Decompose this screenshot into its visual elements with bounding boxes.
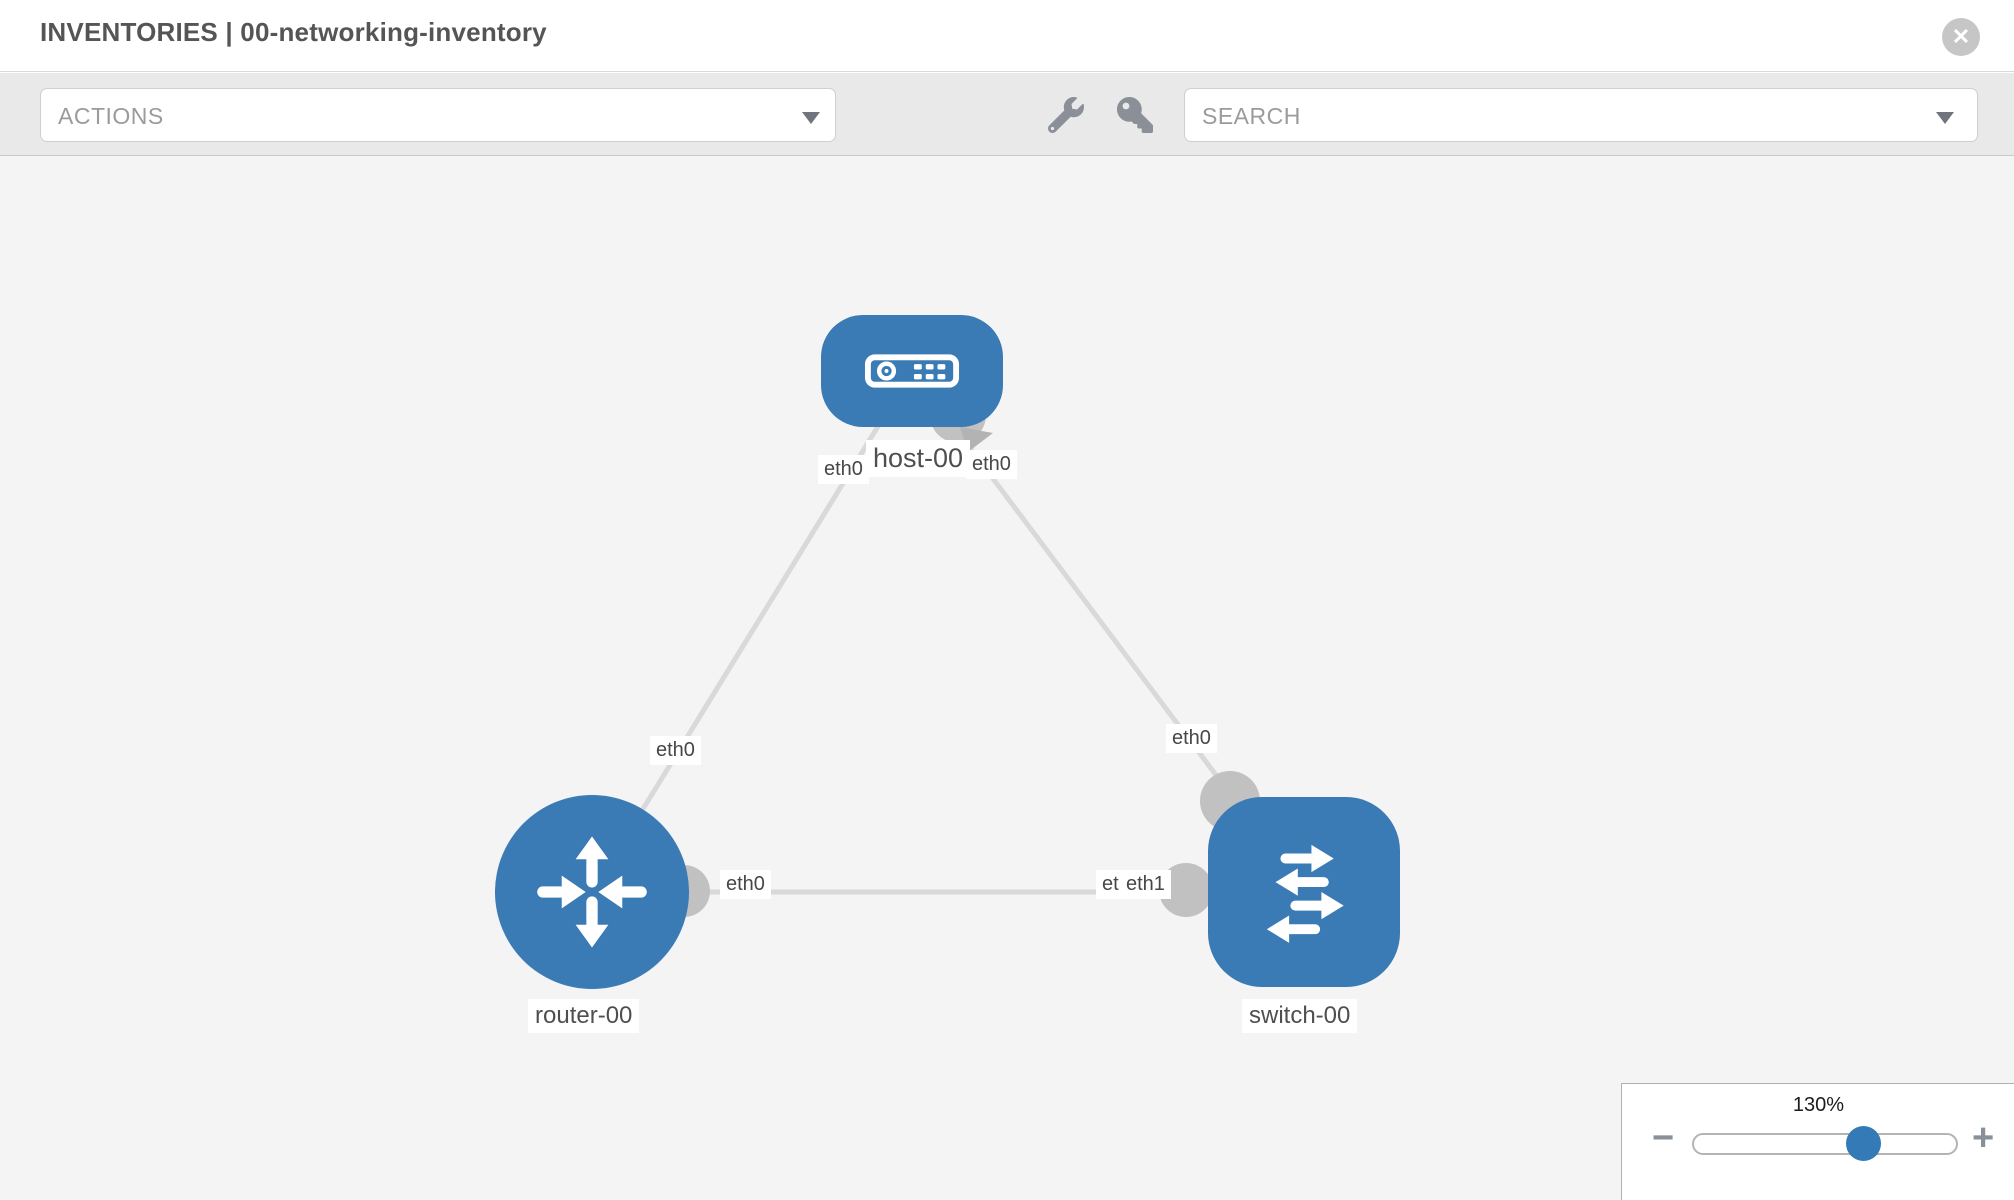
interface-label: eth0 (720, 870, 771, 899)
interface-label: eth0 (650, 736, 701, 765)
topology-canvas[interactable]: host-00 router-00 switch-00 eth0 eth0 et… (0, 156, 2014, 1200)
actions-dropdown-label: ACTIONS (58, 103, 164, 129)
switch-icon (1266, 844, 1344, 943)
zoom-slider-track[interactable] (1692, 1133, 1958, 1155)
wrench-icon[interactable] (1047, 97, 1084, 134)
interface-label: eth0 (1166, 724, 1217, 753)
search-dropdown[interactable]: SEARCH (1184, 88, 1978, 142)
zoom-slider-handle[interactable] (1846, 1126, 1881, 1161)
interface-label: eth0 (818, 455, 869, 484)
search-dropdown-label: SEARCH (1202, 103, 1301, 129)
close-button[interactable]: ✕ (1942, 18, 1980, 56)
chevron-down-icon (1936, 112, 1954, 124)
node-label-router: router-00 (528, 999, 640, 1033)
zoom-control-panel: 130% − + (1621, 1083, 2014, 1200)
close-icon: ✕ (1951, 24, 1971, 49)
node-host-00[interactable] (821, 315, 1003, 427)
interface-label: eth1 (1120, 870, 1171, 899)
node-label-switch: switch-00 (1242, 999, 1358, 1033)
chevron-down-icon (802, 112, 820, 124)
key-icon[interactable] (1117, 97, 1153, 133)
page-header: INVENTORIES | 00-networking-inventory ✕ (0, 0, 2014, 72)
router-icon (537, 836, 647, 948)
zoom-level-readout: 130% (1792, 1094, 1845, 1116)
toolbar: ACTIONS SEARCH (0, 73, 2014, 156)
topology-links-layer (589, 369, 1306, 917)
node-router-00[interactable] (495, 795, 689, 989)
interface-label: eth0 (966, 450, 1017, 479)
node-switch-00[interactable] (1208, 797, 1400, 987)
page-title: INVENTORIES | 00-networking-inventory (40, 17, 547, 47)
host-icon (864, 354, 960, 388)
zoom-in-button[interactable]: + (1972, 1117, 1995, 1159)
zoom-out-button[interactable]: − (1652, 1117, 1675, 1159)
actions-dropdown[interactable]: ACTIONS (40, 88, 836, 142)
node-label-host: host-00 (866, 440, 971, 477)
connector-switch-left (1159, 863, 1213, 917)
